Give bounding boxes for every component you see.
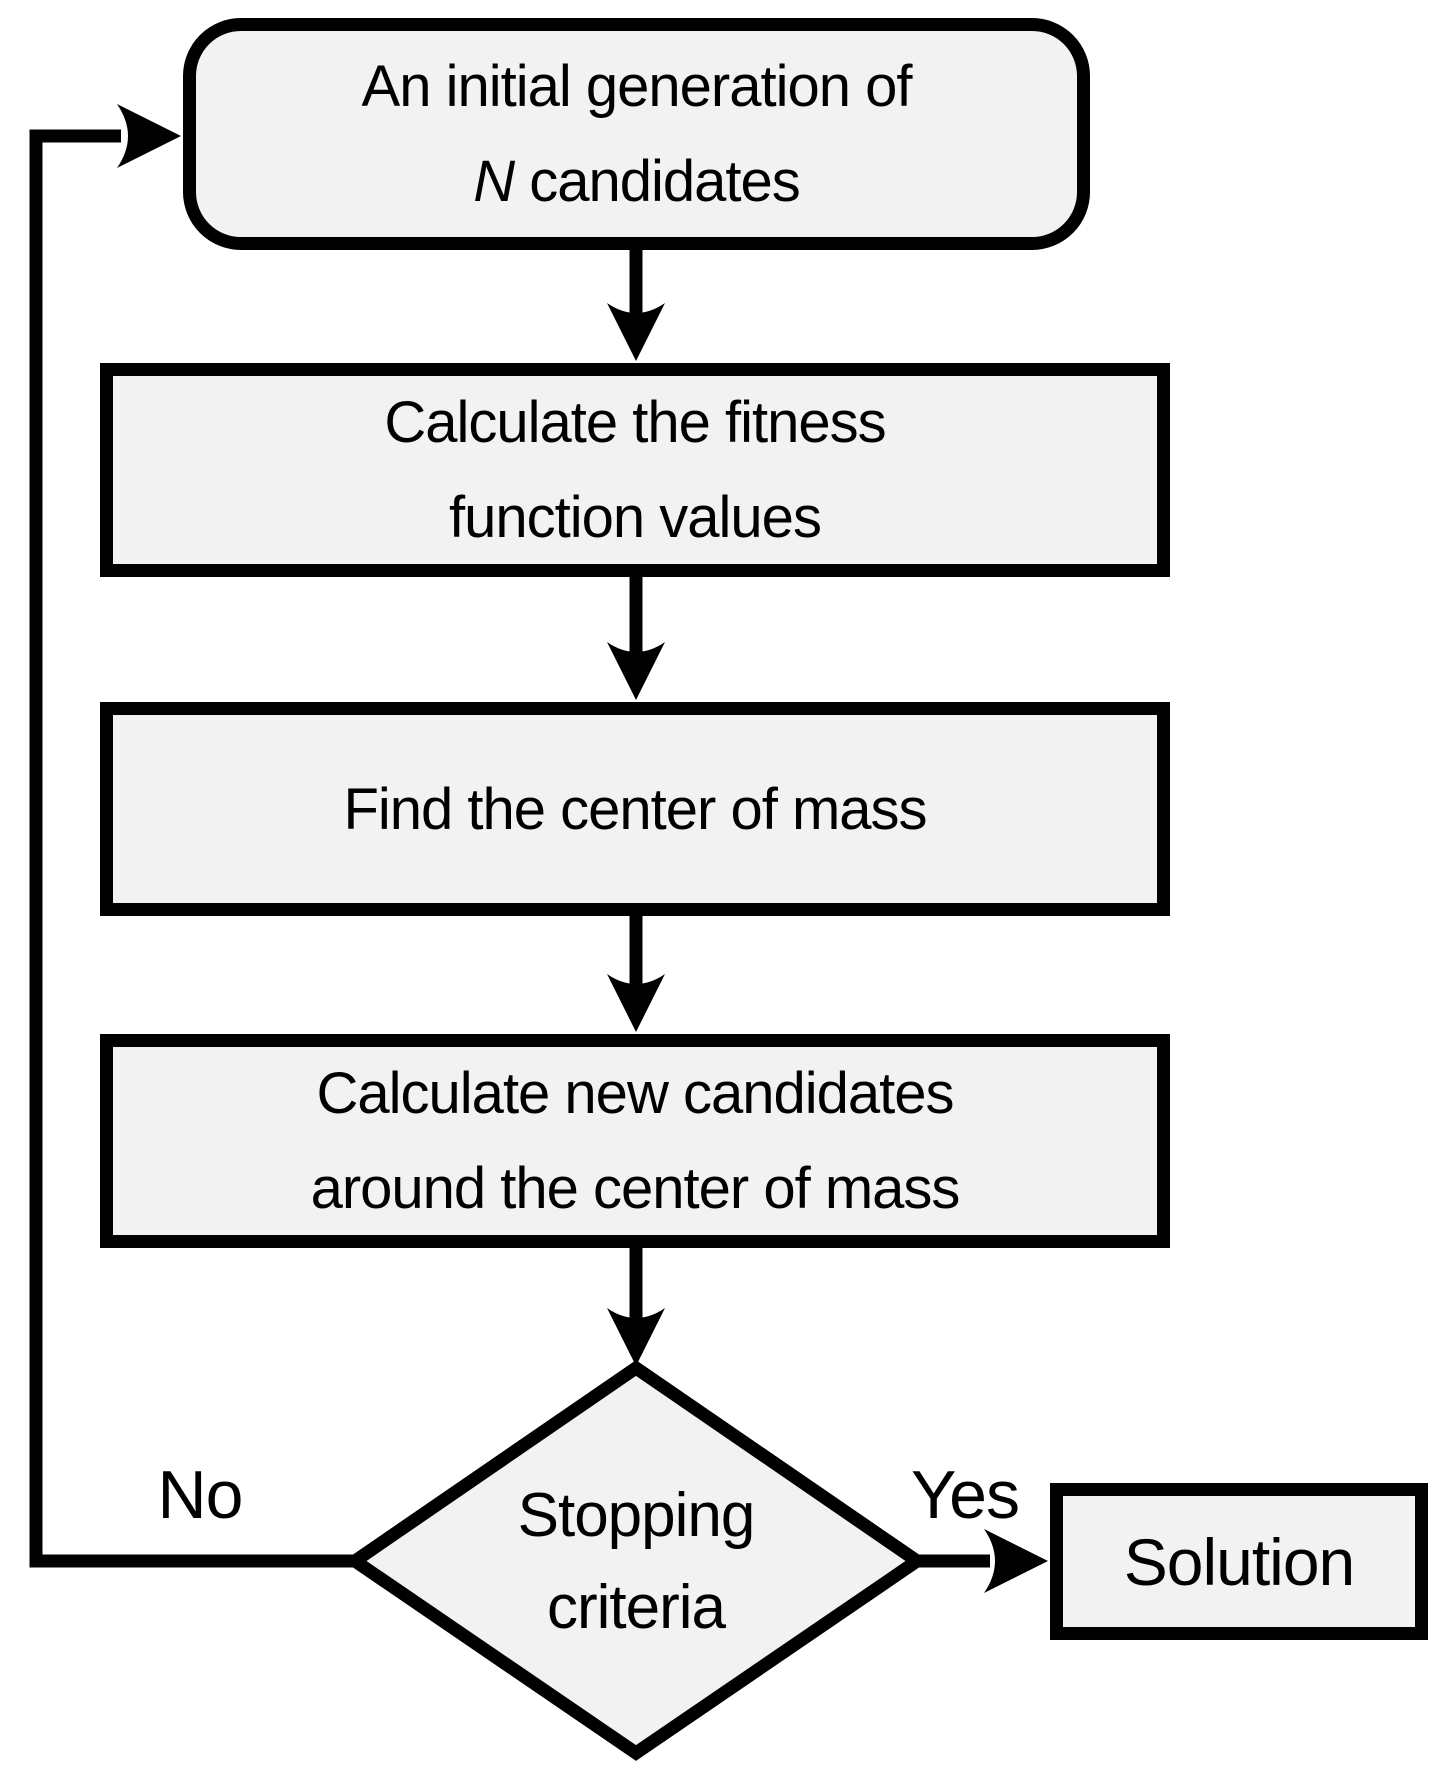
node-center-mass: Find the center of mass: [100, 702, 1170, 916]
arrowhead-fitness-to-centermass: [607, 642, 665, 700]
arrowhead-start-to-fitness: [607, 303, 665, 361]
node-start-line1: An initial generation of: [361, 54, 913, 119]
node-solution-label: Solution: [1123, 1524, 1356, 1599]
node-start: An initial generation of N candidates: [183, 18, 1090, 250]
node-fitness-line2: function values: [449, 485, 822, 550]
node-solution: Solution: [1050, 1483, 1428, 1640]
node-center-mass-line1: Find the center of mass: [343, 776, 927, 842]
node-fitness-line1: Calculate the fitness: [384, 390, 886, 455]
node-decision-label: Stopping criteria: [436, 1462, 836, 1662]
edge-label-no: No: [157, 1457, 244, 1533]
node-new-candidates-line1: Calculate new candidates: [316, 1061, 955, 1126]
arrowhead-newcandidates-to-decision: [607, 1308, 665, 1366]
arrowhead-centermass-to-newcandidates: [607, 974, 665, 1032]
connector-decision-to-start-loop: [29, 129, 355, 1568]
arrowhead-decision-to-solution: [984, 1529, 1048, 1593]
node-decision-line1: Stopping: [517, 1481, 756, 1550]
node-start-line2-rest: candidates: [514, 149, 801, 214]
node-start-line2-variable: N: [473, 149, 515, 214]
arrowhead-loop-to-start: [117, 104, 181, 168]
decision-diamond-shape: [343, 1360, 929, 1761]
node-fitness: Calculate the fitness function values: [100, 363, 1170, 577]
edge-label-yes: Yes: [911, 1457, 1020, 1533]
node-new-candidates: Calculate new candidates around the cent…: [100, 1034, 1170, 1248]
node-decision-line2: criteria: [546, 1573, 726, 1642]
node-start-line2: N candidates: [473, 134, 801, 229]
node-new-candidates-line2: around the center of mass: [310, 1156, 961, 1221]
